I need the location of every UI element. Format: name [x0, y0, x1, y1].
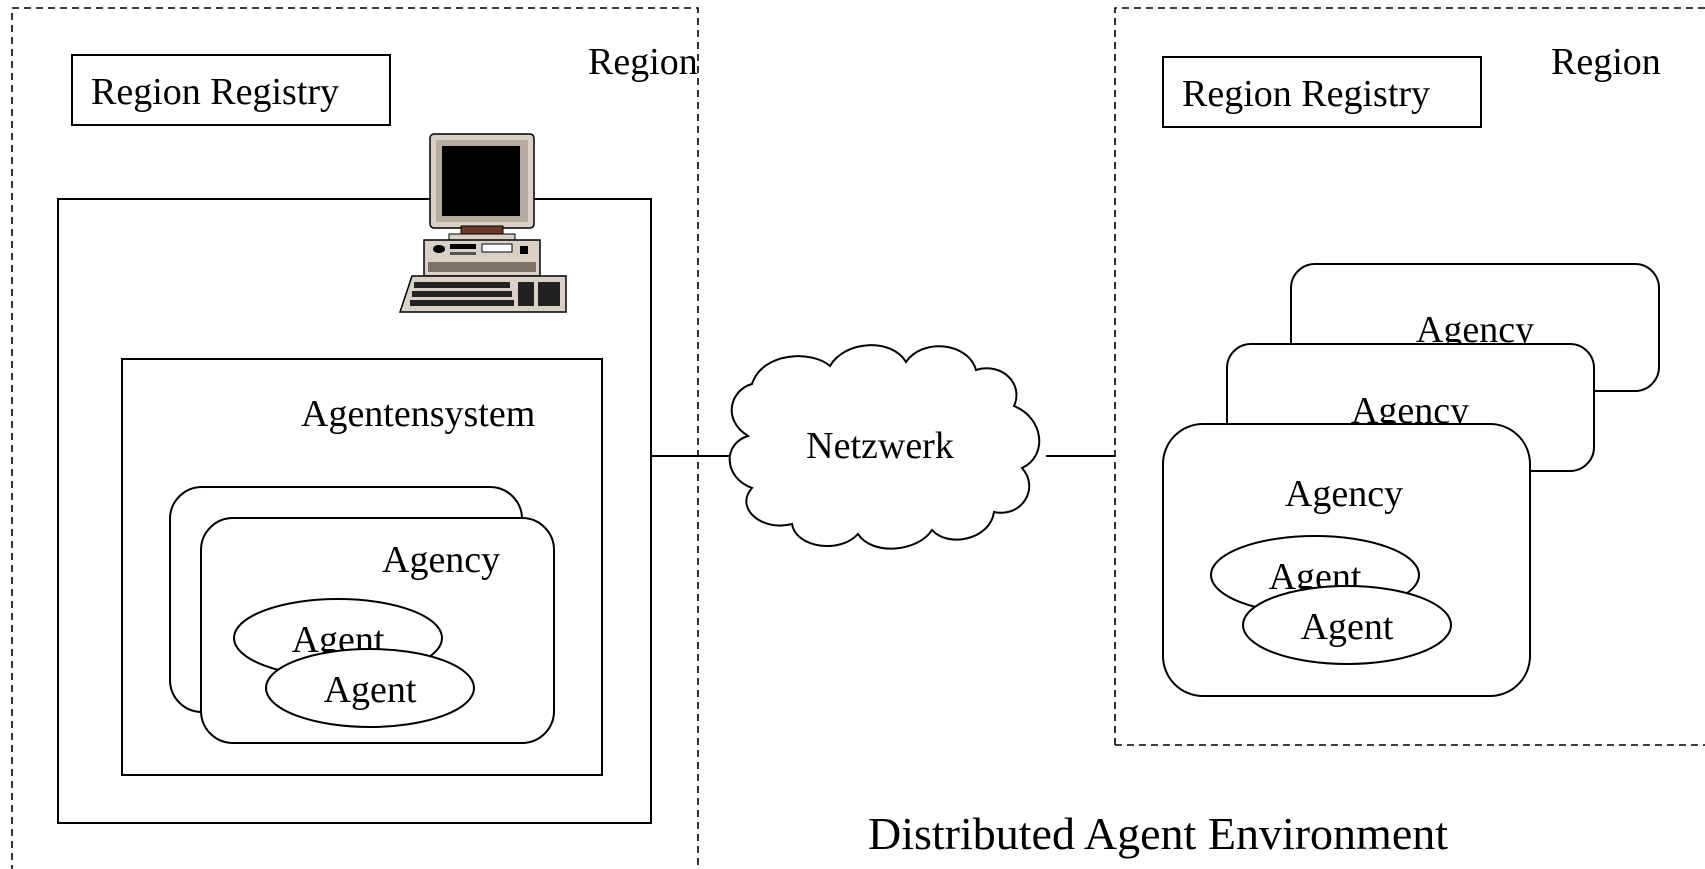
- network-cloud: [728, 344, 1041, 550]
- right-agency-front-label: Agency: [1285, 473, 1403, 515]
- left-region-label: Region: [588, 41, 698, 83]
- network-label: Netzwerk: [806, 425, 954, 467]
- left-region-boundary: [11, 7, 699, 869]
- right-agent-front-ellipse: [1242, 585, 1452, 665]
- left-agency-label: Agency: [382, 539, 500, 581]
- agent-system-label: Agentensystem: [301, 393, 535, 435]
- right-registry-box: [1162, 56, 1482, 128]
- left-region-registry: Region Registry: [71, 54, 391, 126]
- network: Netzwerk: [651, 344, 1115, 550]
- desktop-computer-icon: [398, 133, 567, 313]
- left-agent-front-label: Agent: [324, 669, 417, 711]
- right-region-registry: Region Registry: [1162, 56, 1482, 128]
- left-agent-front-ellipse: [265, 648, 475, 728]
- agent-system-box: [121, 358, 603, 776]
- right-region: Region Region Registry Agency Agency Age…: [1114, 7, 1705, 746]
- diagram-caption: Distributed Agent Environment: [868, 808, 1448, 859]
- right-agent-front-label: Agent: [1301, 606, 1394, 648]
- right-region-boundary: [1114, 7, 1705, 746]
- left-registry-label: Region Registry: [91, 71, 339, 113]
- host-machine-box: [57, 198, 652, 824]
- right-registry-label: Region Registry: [1182, 73, 1430, 115]
- left-registry-box: [71, 54, 391, 126]
- right-region-label: Region: [1551, 41, 1661, 83]
- left-region: Region Region Registry: [11, 7, 699, 869]
